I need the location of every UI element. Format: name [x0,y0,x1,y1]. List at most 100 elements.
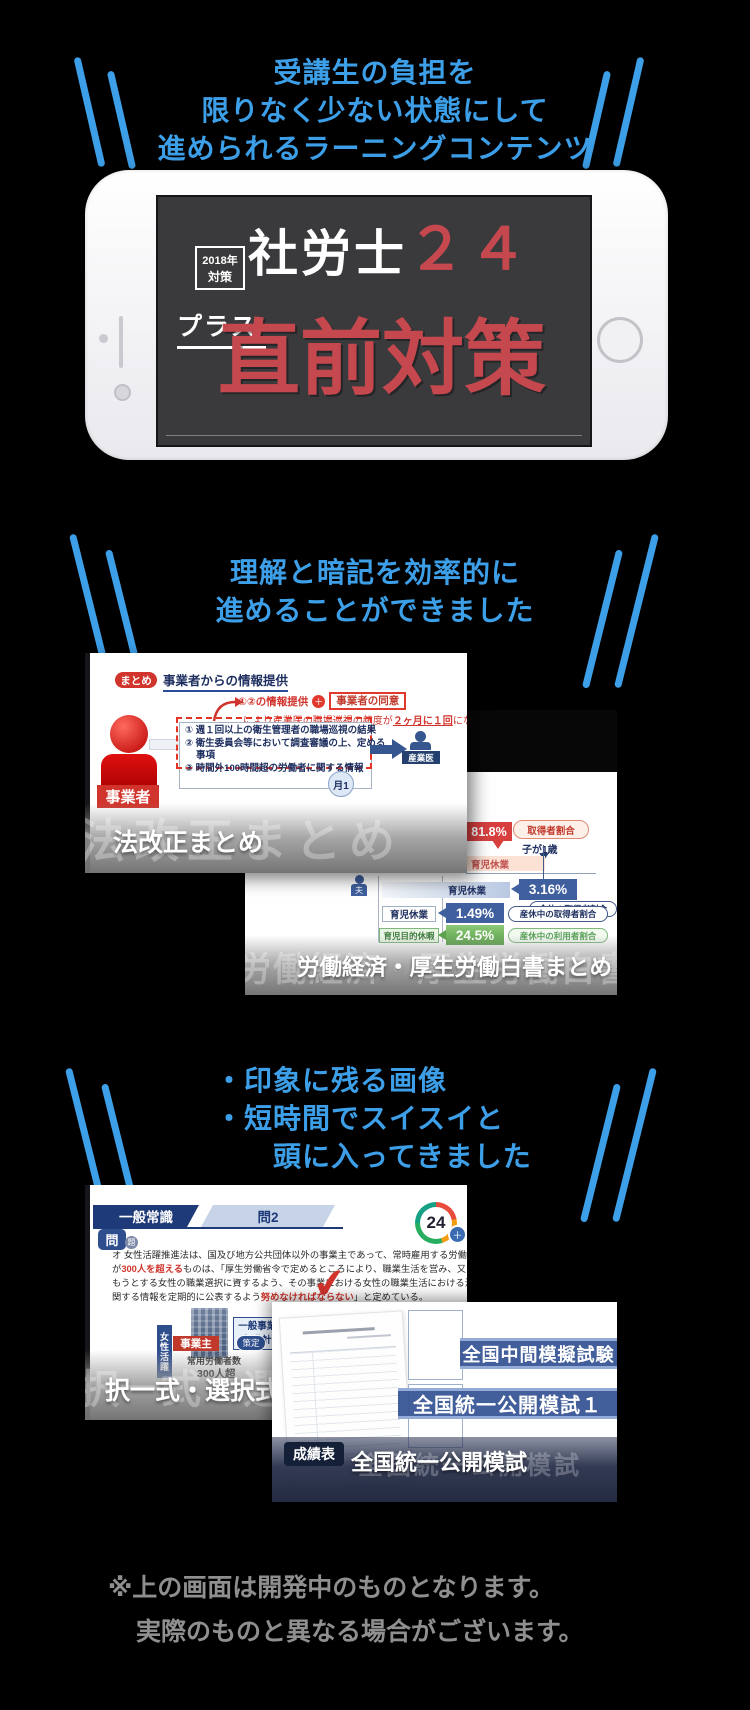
caption-band [245,935,617,995]
brand-title-red: ２４ [407,217,532,282]
testimonial1-line: 理解と暗記を効率的に [229,557,520,588]
year-badge: 2018年 対策 [195,246,245,290]
brand-title-white: 社労士 [248,226,407,282]
plus-label: プラス [177,307,266,349]
sheet-subtitle-line [347,1334,392,1339]
para-text: 」と定めている。 [353,1292,429,1302]
employer-label: 事業主 [173,1336,219,1351]
arrow-right-icon [370,745,392,754]
list-item: ② 衛生委員会等において調査審議の上、定める [185,737,386,749]
callout-line2-strong: ２ヶ月に１回 [392,716,453,727]
speed-lines-right-icon [579,1066,658,1236]
slide-caption: 労働経済・厚生労働白書まとめ [297,955,613,980]
exam-card [408,1310,463,1380]
bar-mother: 育児休業 [466,856,545,871]
pct-total-bubble: 3.16% [511,879,577,900]
phone-camera-icon [99,334,108,343]
plan-badge: 策定 [236,1335,266,1351]
pill-mother: 取得者割合 [513,820,589,839]
para-text: が [112,1264,122,1274]
slide-caption: 法改正まとめ [113,829,264,857]
age-note: 子が1歳 [522,845,558,856]
question-badge: 問 [98,1229,126,1250]
seiseki-badge: 成績表 [284,1442,344,1466]
video-edge [85,1185,90,1420]
banner-chukan: 全国中間模擬試験 [460,1338,617,1369]
subject-tab: 一般常識 [93,1205,199,1227]
ghost-caption: 労働経済・厚生労働白書まとめ [245,951,617,989]
brand-title: 社労士 ２４ [248,217,532,282]
doctor-label: 産業医 [402,751,440,764]
para-text: 関する情報を定期的に公表するよう [112,1292,261,1302]
husband-icon [355,875,364,884]
husband-label: 夫 [351,884,367,896]
consent-box: 事業者の同意 [329,692,407,710]
callout-pre: ①②の情報提供 [238,695,309,708]
para-text-red: 300人を超える [121,1264,184,1274]
intro-heading: 受講生の負担を 限りなく少ない状態にして 進められるラーニングコンテンツ [0,54,750,168]
phone-screen: 2018年 対策 社労士 ２４ プラス 直前対策 [156,195,592,447]
plus-icon: ＋ [312,694,326,708]
video-edge [85,653,90,873]
disclaimer-line: ※上の画面は開発中のものとなります。 [108,1574,555,1602]
summary-badge: まとめ [115,672,157,688]
monthly-circle: 月1 [328,771,354,797]
slide-hokaisei-screenshot: まとめ 事業者からの情報提供 ①②の情報提供 ＋ 事業者の同意 により産業医の職… [85,653,467,873]
grid-line [378,876,379,942]
header-underline [93,1227,343,1229]
dashed-highlight-box [176,717,372,769]
list-item: 事項 [196,750,216,761]
employer-label: 事業者 [97,785,159,808]
doctor-figure-icon [410,742,431,750]
disclaimer: ※上の画面は開発中のものとなります。 実際のものと異なる場合がございます。 [108,1566,584,1654]
bar-sankyu: 育児休業 [382,906,436,922]
testimonial2-heading: ・印象に残る画像 ・短時間でスイスイと 頭に入ってきました [215,1062,532,1176]
question-paragraph: オ 女性活躍推進法は、国及び地方公共団体以外の事業主であって、常時雇用する労働者… [112,1248,467,1304]
phone-sensor-icon [114,384,131,401]
banner-toitsu: 全国統一公開模試１ [398,1388,617,1419]
caption-band [85,803,467,873]
slide-caption: 全国統一公開模試 [351,1450,528,1475]
ghost-caption: 全国統一公開模試 [358,1452,583,1480]
timeline-marker-line [543,845,544,891]
list-item: ③ 時間外100時間超の労働者に関する情報 [185,762,364,774]
callout-line2-pre: により産業医の職場巡視の頻度が [243,716,393,727]
campaign-title: 直前対策 [218,314,547,405]
intro-heading-line: 進められるラーニングコンテンツ [157,133,593,164]
screen-divider [166,435,582,436]
testimonial2-line: ・印象に残る画像 [215,1065,448,1096]
intro-heading-line: 限りなく少ない状態にして [201,95,549,126]
slide-moshi-screenshot: 全国中間模擬試験 全国統一公開模試１ 全国統一公開模試 成績表 全国統一公開模試 [272,1302,617,1502]
callout-line2-post: になる [452,716,467,727]
para-text: オ 女性活躍推進法は、国及び地方公共団体以外の事業主であって、常時雇用する労働者… [112,1250,467,1260]
callout-line2: により産業医の職場巡視の頻度が２ヶ月に１回になる [243,712,467,727]
callout-row: ①②の情報提供 ＋ 事業者の同意 [238,692,407,710]
paragraph-line: が300人を超えるものは、「厚生労働省令で定めるところにより、職業生活を営み、又… [112,1262,467,1276]
disclaimer-line: 実際のものと異なる場合がございます。 [136,1618,584,1646]
pct-sankyu-bubble: 1.49% [438,903,504,923]
employer-figure-icon [110,715,148,753]
paragraph-line: オ 女性活躍推進法は、国及び地方公共団体以外の事業主であって、常時雇用する労働者… [112,1248,467,1262]
paragraph-line: もうとする女性の職業選択に資するよう、その事業における女性の職業生活における活躍… [112,1276,467,1290]
testimonial2-line: ・短時間でスイスイと [215,1103,505,1134]
intro-heading-line: 受講生の負担を [273,57,477,88]
slide-title: 事業者からの情報提供 [163,670,289,692]
phone-home-button-icon [597,317,643,363]
list-item: ① 週１回以上の衛生管理者の職場巡視の結果 [185,725,377,736]
para-text-red: 努めなければならない [260,1292,354,1302]
testimonial2-line: 頭に入ってきました [273,1141,532,1172]
timeline-line [466,873,596,874]
year-badge-line: 2018年 [202,254,238,267]
bar-total: 育児休業 [382,882,510,898]
doctor-figure-icon [415,731,426,742]
testimonial1-line: 進めることができました [215,595,535,626]
para-text: ものは、「厚生労働省令で定めるところにより、職業生活を営み、又は営 [183,1264,467,1274]
pct-mother-bubble: 81.8% [466,822,512,849]
plan-line: 一般事業主 [238,1321,286,1332]
ghost-caption: 法改正まとめ [85,815,403,867]
paragraph-line: 関する情報を定期的に公表するよう努めなければならない」と定めている。 [112,1290,460,1304]
testimonial1-heading: 理解と暗記を効率的に 進めることができました [0,554,750,630]
para-text: もうとする女性の職業選択に資するよう、その事業における女性の職業生活における活躍… [112,1278,467,1288]
year-badge-line: 対策 [207,269,232,284]
